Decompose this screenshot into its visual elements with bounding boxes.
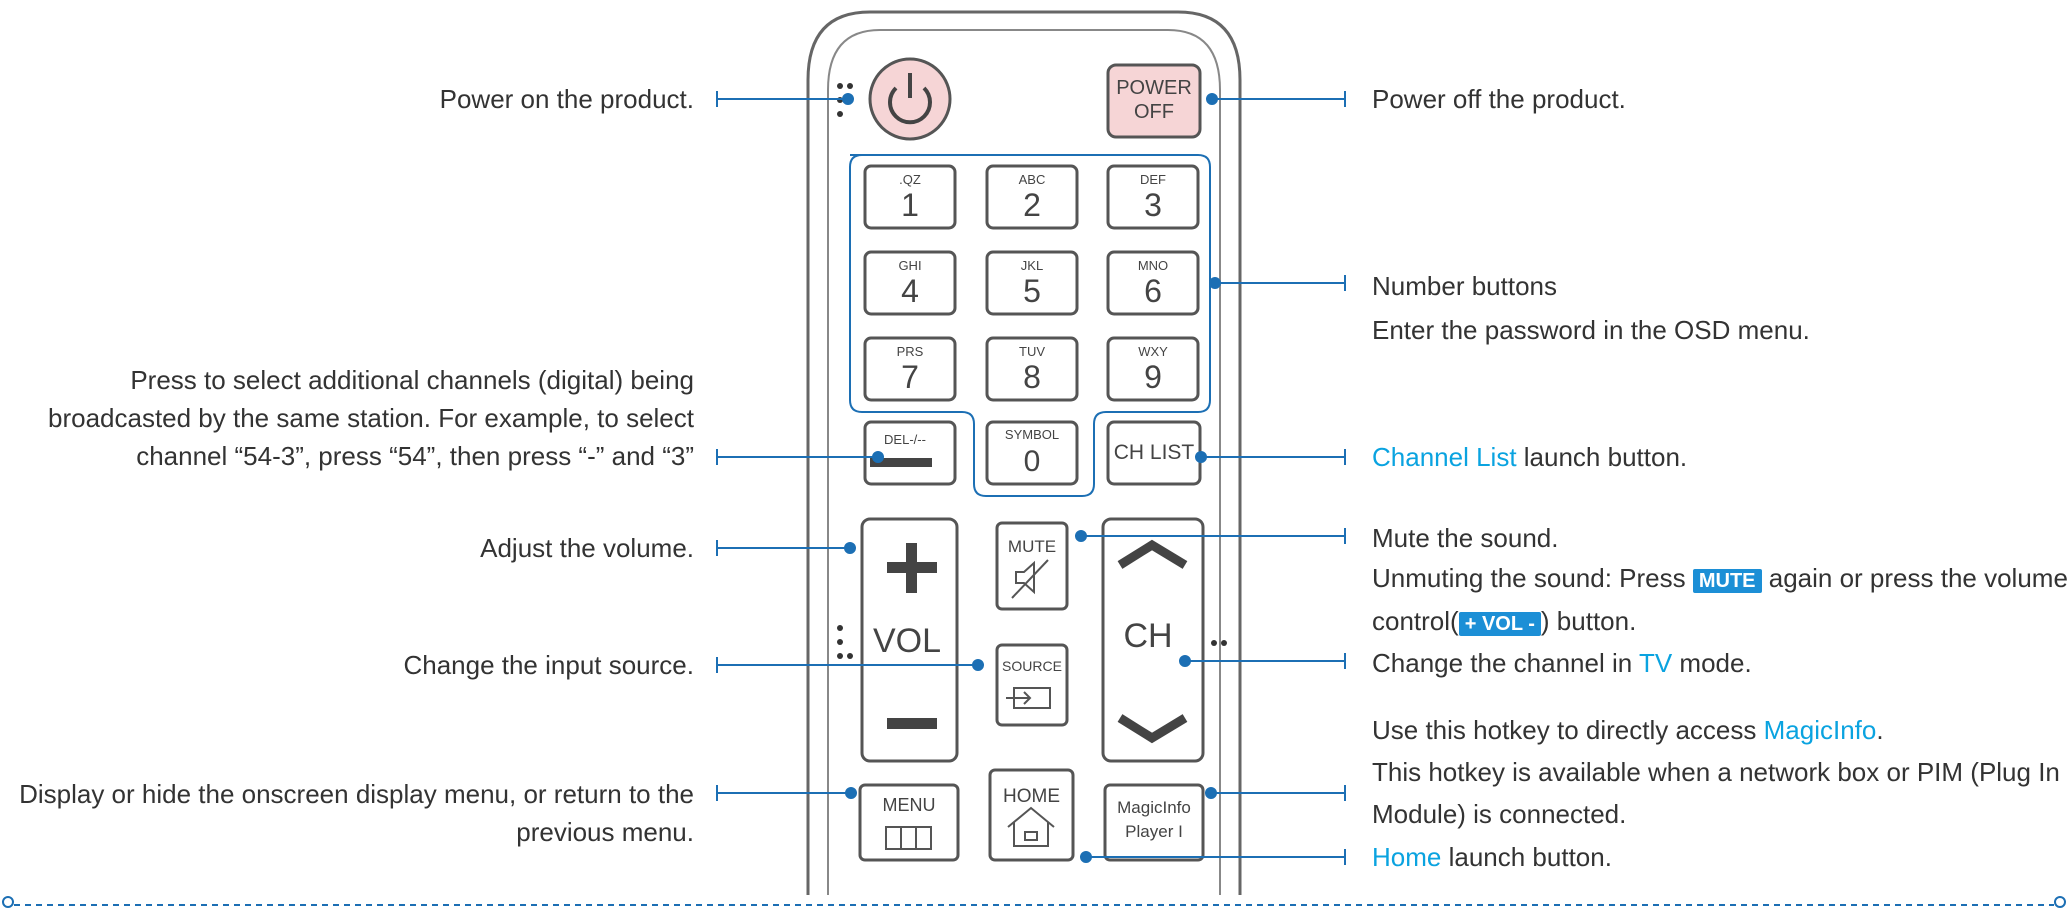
- menu-label: MENU: [882, 795, 936, 815]
- vol-label: VOL: [872, 622, 942, 660]
- number-key-letters: MNO: [1137, 258, 1169, 273]
- zero-digit: 0: [1023, 445, 1041, 478]
- channel-rocker[interactable]: [1101, 517, 1205, 763]
- number-key-digit: 2: [1023, 187, 1041, 223]
- power-off-description: Power off the product.: [1372, 84, 1626, 114]
- mute-description: Mute the sound. Unmuting the sound: Pres…: [1372, 523, 2068, 636]
- magicinfo-button[interactable]: [1103, 783, 1205, 862]
- del-button[interactable]: [863, 420, 957, 486]
- ch-dots: [1211, 640, 1227, 646]
- vol-tag: + VOL -: [1458, 612, 1541, 636]
- mute-tag: MUTE: [1692, 569, 1762, 593]
- number-key-5[interactable]: [985, 250, 1079, 316]
- chevron-up-icon: [1117, 539, 1188, 569]
- number-key-digit: 5: [1023, 273, 1041, 309]
- ch-list-label: CH LIST: [1113, 441, 1195, 464]
- callouts-right: [1075, 91, 1346, 865]
- menu-button[interactable]: [858, 783, 960, 862]
- mute-label: MUTE: [1007, 537, 1057, 556]
- symbol-label: SYMBOL: [1004, 427, 1060, 442]
- number-key-letters: TUV: [1019, 344, 1045, 359]
- number-key-2[interactable]: [985, 164, 1079, 230]
- number-key-letters: PRS: [896, 344, 924, 359]
- number-key-digit: 9: [1144, 359, 1162, 395]
- number-key-digit: 4: [901, 273, 919, 309]
- mute-icon: [1011, 559, 1049, 599]
- home-icon: [1007, 806, 1055, 847]
- callouts-left: [716, 91, 984, 801]
- digital-channel-description: Press to select additional channels (dig…: [47, 365, 694, 471]
- channel-list-description: Channel List launch button.: [1372, 442, 1688, 472]
- channel-description: Change the channel in TV mode.: [1372, 648, 1752, 678]
- power-on-description: Power on the product.: [439, 84, 694, 114]
- number-key-letters: WXY: [1138, 344, 1168, 359]
- number-key-digit: 7: [901, 359, 919, 395]
- ch-label: CH: [1123, 617, 1173, 655]
- number-key-letters: GHI: [898, 258, 922, 273]
- home-description: Home launch button.: [1372, 842, 1612, 872]
- del-label: DEL-/--: [884, 432, 926, 447]
- number-key-letters: ABC: [1018, 172, 1046, 187]
- number-key-letters: DEF: [1140, 172, 1166, 187]
- power-on-button[interactable]: [868, 57, 952, 141]
- number-key-digit: 1: [901, 187, 919, 223]
- cut-line: [2, 896, 2066, 908]
- number-key-4[interactable]: [863, 250, 957, 316]
- number-key-9[interactable]: [1106, 336, 1200, 402]
- source-button[interactable]: [995, 643, 1069, 727]
- volume-rocker[interactable]: [860, 517, 959, 763]
- number-key-3[interactable]: [1106, 164, 1200, 230]
- magicinfo-description: Use this hotkey to directly access Magic…: [1372, 715, 2060, 829]
- home-link: Home: [1372, 842, 1442, 872]
- power-off-button[interactable]: [1106, 63, 1202, 139]
- home-button[interactable]: [988, 768, 1075, 862]
- source-label: SOURCE: [1002, 658, 1062, 674]
- power-icon: [888, 86, 932, 125]
- number-key-1[interactable]: [863, 164, 957, 230]
- zero-button[interactable]: [985, 420, 1079, 486]
- number-key-6[interactable]: [1106, 250, 1200, 316]
- number-group-outline: [849, 154, 1211, 497]
- home-label: HOME: [1003, 786, 1060, 807]
- remote-body: [806, 10, 1242, 895]
- number-key-digit: 3: [1144, 187, 1162, 223]
- chevron-down-icon: [1117, 714, 1188, 744]
- minus-icon: [887, 718, 937, 729]
- source-description: Change the input source.: [403, 650, 694, 680]
- channel-list-link: Channel List: [1372, 442, 1517, 472]
- volume-description: Adjust the volume.: [480, 533, 694, 563]
- number-key-digit: 8: [1023, 359, 1041, 395]
- number-key-letters: JKL: [1020, 258, 1044, 273]
- number-description: Number buttons Enter the password in the…: [1372, 271, 1810, 345]
- magicinfo-link: MagicInfo: [1763, 715, 1877, 745]
- source-icon: [1006, 687, 1051, 709]
- tv-link: TV: [1638, 648, 1673, 678]
- number-key-digit: 6: [1144, 273, 1162, 309]
- menu-icon: [885, 826, 932, 850]
- number-keys: [863, 164, 1200, 402]
- number-key-7[interactable]: [863, 336, 957, 402]
- vol-dots: [837, 625, 853, 659]
- number-key-letters: .QZ: [899, 172, 921, 187]
- menu-description: Display or hide the onscreen display men…: [19, 779, 694, 847]
- dash-icon: [870, 458, 932, 467]
- number-key-8[interactable]: [985, 336, 1079, 402]
